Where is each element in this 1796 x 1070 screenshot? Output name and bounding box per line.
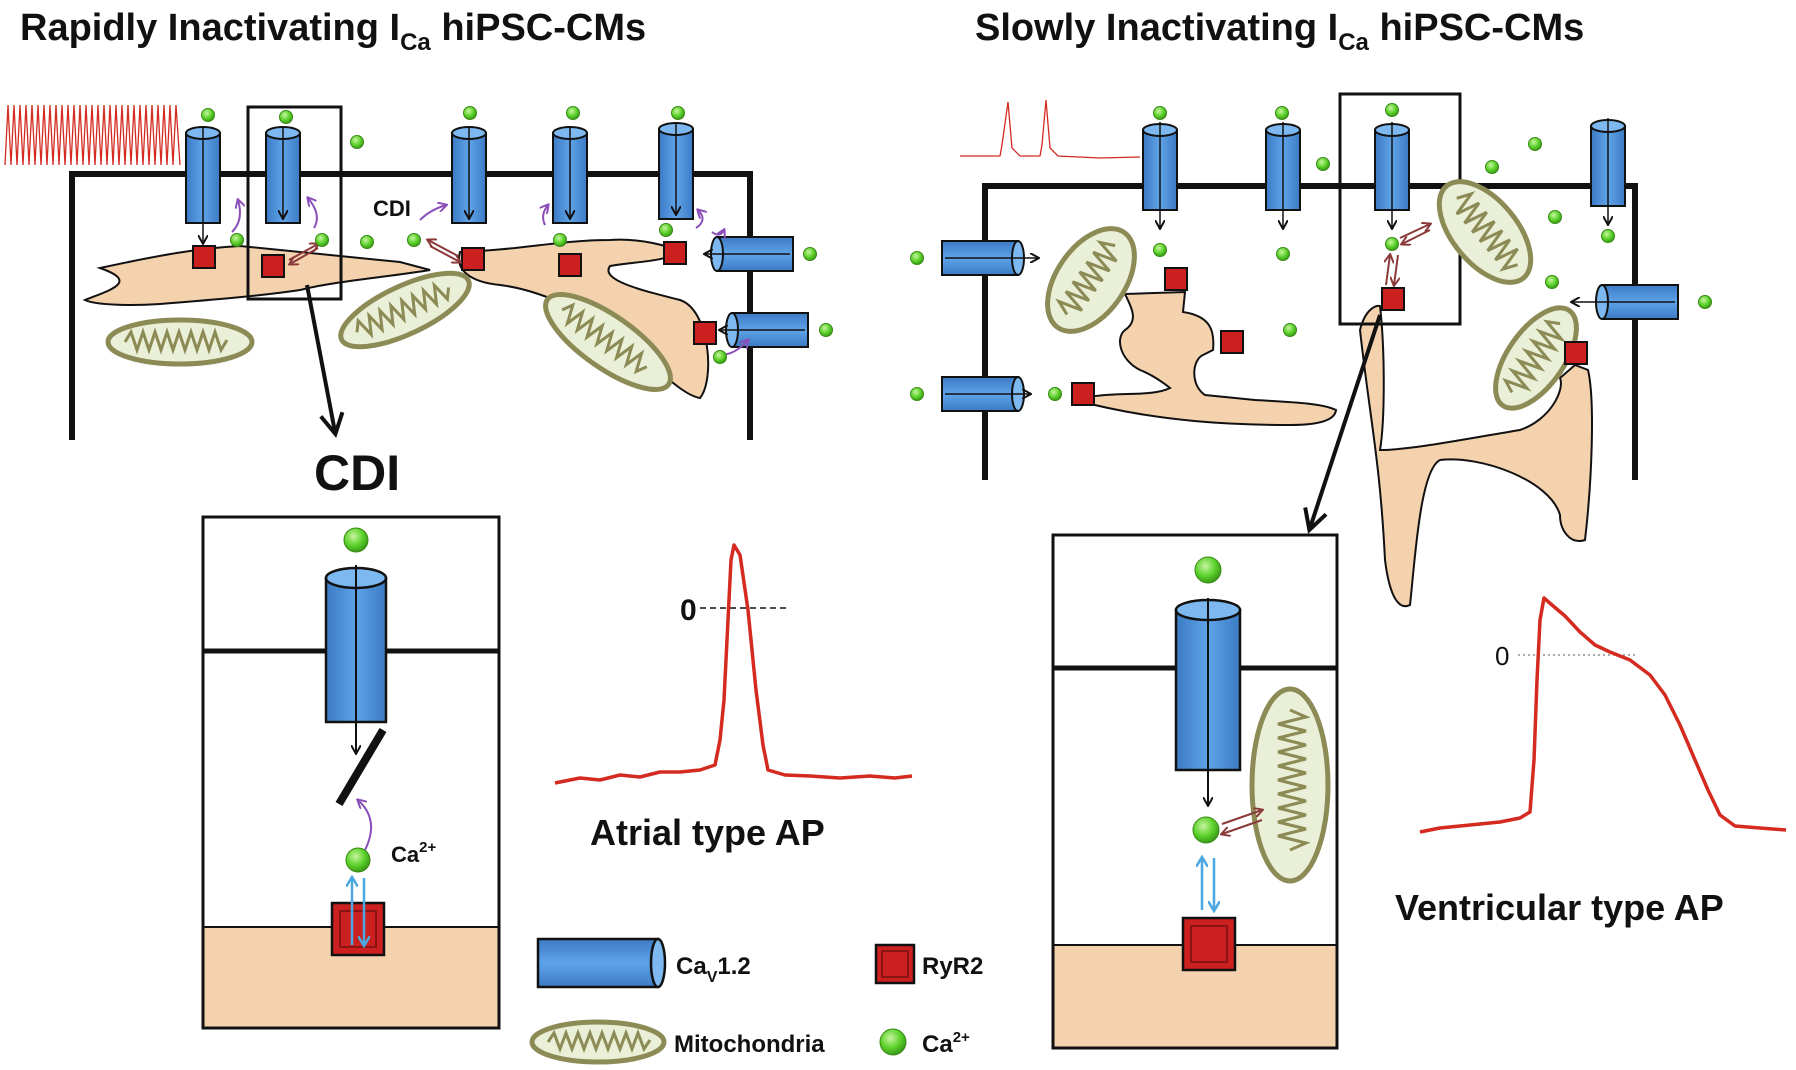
- ryr2-square-icon: [261, 254, 285, 278]
- cylinder-channel-icon: [941, 376, 1030, 412]
- atrial-ap: 0 Atrial type AP: [554, 543, 913, 853]
- cylinder-channel-icon: [1265, 122, 1301, 228]
- legend-ca-label: Ca2+: [922, 1029, 970, 1058]
- right-sr-1: [1071, 290, 1338, 427]
- ryr2-square-icon: [1164, 267, 1188, 291]
- legend: CaV1.2 RyR2 Mitochondria Ca2+: [529, 937, 983, 1065]
- legend-ryr2-label: RyR2: [922, 953, 983, 980]
- cylinder-channel-icon: [720, 312, 809, 348]
- cylinder-channel-icon: [1590, 118, 1626, 224]
- legend-cav-label: CaV1.2: [676, 953, 751, 986]
- left-inset: Ca2+: [201, 515, 501, 1030]
- cylinder-channel-icon: [1174, 598, 1242, 805]
- calcium-ion-icon: [1192, 816, 1220, 844]
- ryr2-square-icon: [461, 247, 485, 271]
- cylinder-channel-icon: [536, 937, 667, 989]
- atrial-ap-trace: [554, 543, 913, 785]
- ventricular-ap-trace: [1419, 596, 1787, 834]
- calcium-ion-icon: [1194, 556, 1222, 584]
- cylinder-channel-icon: [265, 126, 301, 224]
- cylinder-channel-icon: [1374, 122, 1410, 228]
- mitochondria-icon: [105, 317, 255, 367]
- ryr2-square-icon: [1564, 341, 1588, 365]
- mitochondria-icon: [1045, 226, 1137, 334]
- cdi-block-bar: [335, 727, 387, 807]
- left-zoom-arrow: [305, 284, 335, 432]
- mitochondria-icon: [543, 292, 673, 392]
- mitochondria-icon: [1493, 305, 1579, 411]
- cdi-big-label: CDI: [314, 445, 400, 501]
- ryr2-square-icon: [1381, 287, 1405, 311]
- left-title: Rapidly Inactivating ICa hiPSC-CMs: [20, 7, 646, 56]
- mitochondria-icon: [338, 270, 472, 350]
- ryr2-square-icon: [1220, 330, 1244, 354]
- cylinder-channel-icon: [552, 126, 588, 224]
- ventricular-ap-label: Ventricular type AP: [1395, 887, 1724, 928]
- calcium-ion-icon: [343, 527, 369, 553]
- ca-ion-label: Ca2+: [391, 839, 436, 867]
- calcium-ion-icon: [201, 106, 833, 364]
- ryr2-square-icon: [663, 241, 687, 265]
- right-title: Slowly Inactivating ICa hiPSC-CMs: [975, 7, 1584, 56]
- atrial-zero-label: 0: [680, 594, 697, 627]
- ryr2-square-icon: [693, 321, 717, 345]
- cylinder-channel-icon: [658, 122, 694, 220]
- atrial-ap-label: Atrial type AP: [590, 812, 825, 853]
- calcium-ion-icon: [345, 847, 371, 873]
- left-sr: [82, 244, 431, 306]
- ventricular-zero-label: 0: [1495, 641, 1509, 671]
- calcium-ion-icon: [910, 103, 1712, 401]
- ventricular-ap: 0 Ventricular type AP: [1395, 596, 1787, 928]
- cylinder-channel-icon: [451, 126, 487, 224]
- ryr2-square-icon: [1071, 382, 1095, 406]
- left-pacing-trace: [4, 104, 181, 166]
- cylinder-channel-icon: [185, 126, 221, 243]
- right-pacing-trace: [960, 99, 1141, 159]
- cylinder-channel-icon: [324, 565, 388, 753]
- legend-mito-label: Mitochondria: [674, 1031, 825, 1058]
- right-cell: [910, 92, 1712, 608]
- cylinder-channel-icon: [705, 236, 794, 272]
- calcium-ion-icon: [879, 1028, 907, 1056]
- mitochondria-icon: [1436, 179, 1534, 285]
- cylinder-channel-icon: [1572, 284, 1679, 320]
- cdi-small-label: CDI: [373, 196, 411, 221]
- ryr2-square-icon: [192, 245, 216, 269]
- cylinder-channel-icon: [1142, 122, 1178, 228]
- right-zoom-arrow: [1310, 314, 1382, 528]
- right-membrane: [982, 183, 1638, 480]
- mitochondria-icon: [529, 1019, 667, 1065]
- left-zoom-box: [246, 105, 343, 301]
- right-sr-2: [1358, 304, 1593, 608]
- left-membrane: [69, 171, 753, 440]
- right-inset: [1051, 533, 1339, 1050]
- cylinder-channel-icon: [941, 240, 1038, 276]
- left-cell: CDI: [4, 104, 833, 440]
- ryr2-square-icon: [558, 253, 582, 277]
- mitochondria-icon: [1249, 686, 1331, 884]
